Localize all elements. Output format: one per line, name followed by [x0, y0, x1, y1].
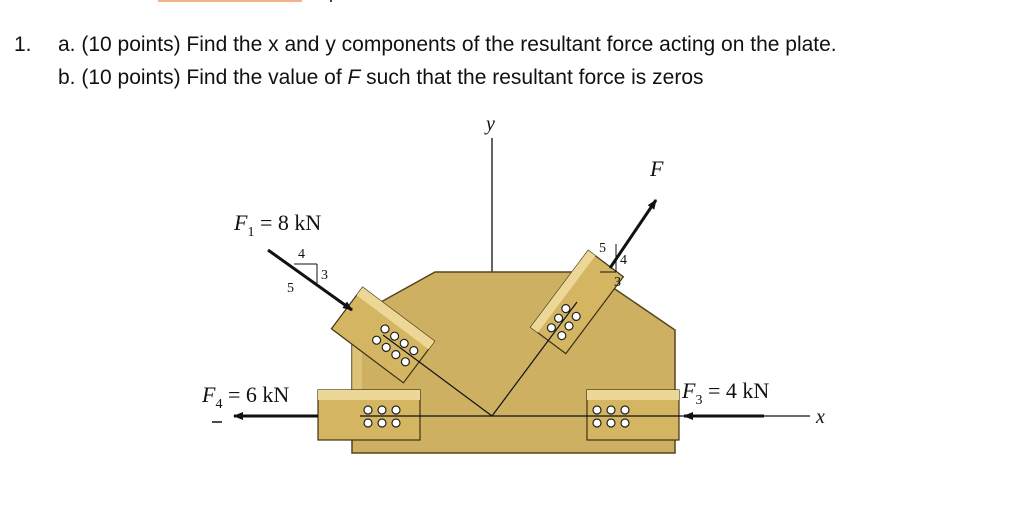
f1-slope-run: 4: [298, 247, 305, 262]
part-b-suffix: such that the resultant force is zeros: [360, 66, 704, 89]
question-part-b: b. (10 points) Find the value of F such …: [58, 61, 837, 94]
f3-symbol: F: [681, 378, 696, 403]
f4-subscript: 4: [215, 397, 222, 412]
member-f1-bolts: [371, 324, 419, 367]
member-f-bolts: [546, 303, 581, 341]
member-f-flange: [530, 250, 596, 333]
x-axis-label: x: [815, 406, 825, 428]
force-f3-label: F3 = 4 kN: [681, 378, 769, 408]
member-f3-bolts: [592, 405, 630, 428]
f1-symbol: F: [233, 210, 248, 235]
f4-value: = 6 kN: [222, 382, 289, 407]
part-b-variable: F: [347, 66, 361, 89]
f4-symbol: F: [201, 382, 216, 407]
member-f1-flange: [356, 287, 435, 350]
force-f1-arrow: [267, 248, 353, 312]
force-f-slope-triangle: [600, 244, 617, 273]
f3-subscript: 3: [695, 393, 702, 408]
f-line-of-action: [491, 301, 578, 417]
member-f3: [586, 389, 680, 441]
member-f4-bolts: [363, 405, 401, 428]
f1-subscript: 1: [247, 225, 254, 240]
force-f4-label: F4 = 6 kN: [201, 382, 289, 412]
force-f1-slope-triangle: [294, 263, 318, 283]
force-f-arrow: [608, 199, 658, 269]
f1-slope-hyp: 5: [287, 281, 294, 296]
force-f-label: F: [649, 156, 664, 181]
header-mark: [330, 0, 332, 2]
part-b-prefix: b. (10 points) Find the value of: [58, 66, 348, 89]
f-slope-run: 3: [614, 275, 621, 290]
header-accent-bar: [158, 0, 302, 2]
f1-value: = 8 kN: [254, 210, 321, 235]
question-part-a: a. (10 points) Find the x and y componen…: [58, 33, 837, 56]
f-slope-rise: 4: [620, 253, 627, 268]
question-number: 1.: [14, 33, 32, 56]
member-f4: [317, 389, 421, 441]
y-axis-label: y: [484, 113, 495, 135]
force-f1-label: F1 = 8 kN: [233, 210, 321, 240]
member-f3-flange: [587, 390, 679, 400]
question-parts: a. (10 points) Find the x and y componen…: [58, 28, 837, 94]
f-slope-hyp: 5: [599, 241, 606, 256]
member-f4-flange: [318, 390, 420, 400]
f3-value: = 4 kN: [702, 378, 769, 403]
f1-line-of-action: [382, 334, 493, 417]
f1-slope-rise: 3: [321, 268, 328, 283]
lines-of-action: [382, 301, 578, 417]
